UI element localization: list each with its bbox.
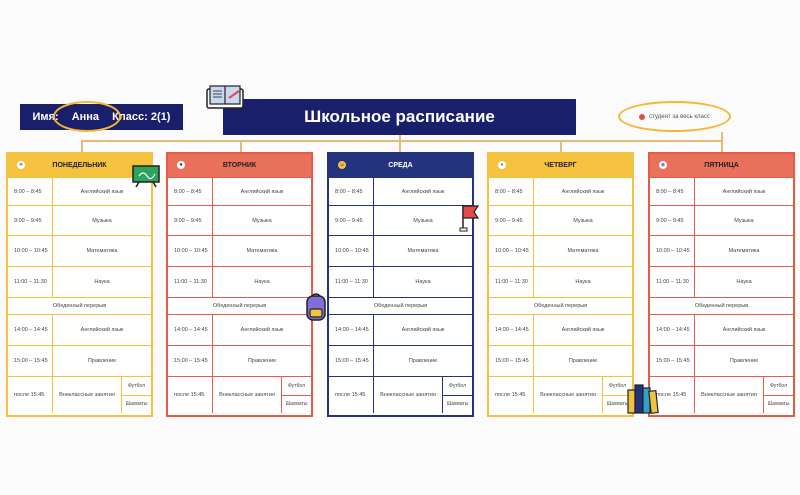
connector-line <box>560 140 562 153</box>
status-dot-icon <box>639 113 646 120</box>
flag-icon <box>459 205 480 232</box>
connector-line <box>721 132 723 153</box>
connector-line <box>81 140 83 153</box>
backpack-icon <box>306 293 326 321</box>
books-icon <box>627 384 659 414</box>
student-info-bar: Имя: Анна Класс: 2(1) <box>20 101 183 132</box>
lunch-row: Обеденный перерыв <box>650 297 793 314</box>
day-header: ●ЧЕТВЕРГ <box>489 154 632 177</box>
open-book-icon <box>206 85 244 109</box>
leaf-icon: ● <box>498 161 506 169</box>
planet-icon: ◉ <box>659 161 667 169</box>
lunch-row: Обеденный перерыв <box>168 297 311 314</box>
name-label: Имя: <box>32 111 59 123</box>
chalkboard-icon <box>132 165 160 188</box>
day-header: ☺СРЕДА <box>329 154 472 177</box>
sun-icon: ☀ <box>17 161 25 169</box>
page-title: Школьное расписание <box>223 99 576 135</box>
class-label: Класс: 2(1) <box>112 111 171 123</box>
day-header: ★ВТОРНИК <box>168 154 311 177</box>
connector-line <box>81 140 722 142</box>
status-badge: студент за весь класс <box>618 101 731 132</box>
smile-icon: ☺ <box>338 161 346 169</box>
star-icon: ★ <box>177 161 185 169</box>
connector-line <box>240 140 242 153</box>
name-highlight-oval <box>53 101 121 132</box>
connector-line <box>399 140 401 153</box>
day-header: ◉ПЯТНИЦА <box>650 154 793 177</box>
day-header: ☀ПОНЕДЕЛЬНИК <box>8 154 151 177</box>
connector-line <box>399 135 401 141</box>
lunch-row: Обеденный перерыв <box>329 297 472 314</box>
lunch-row: Обеденный перерыв <box>8 297 151 314</box>
lunch-row: Обеденный перерыв <box>489 297 632 314</box>
status-text: студент за весь класс <box>649 113 710 120</box>
